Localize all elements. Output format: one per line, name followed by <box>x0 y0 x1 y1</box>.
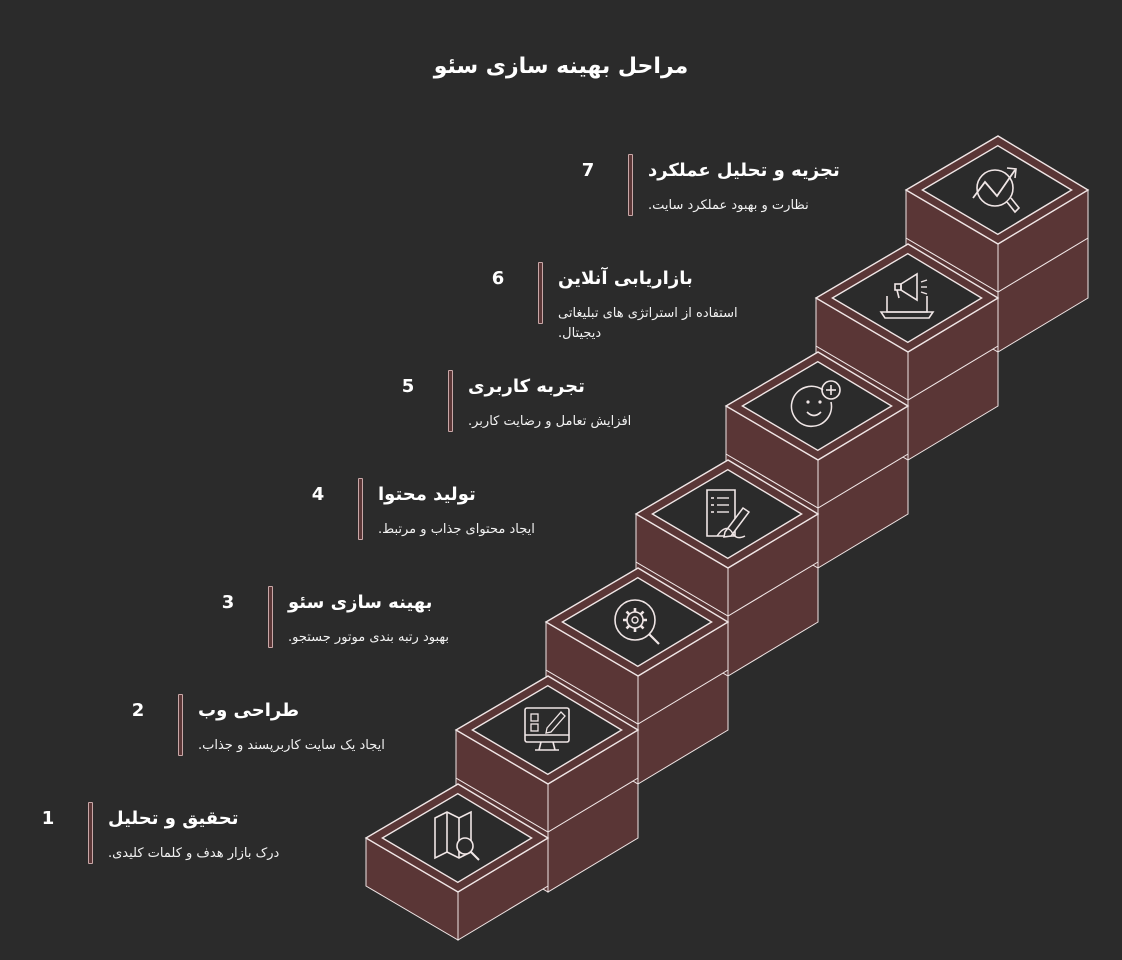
step-number: 1 <box>41 808 55 829</box>
step-description: ایجاد یک سایت کاربرپسند و جذاب. <box>198 738 385 753</box>
gear-search-icon <box>614 599 660 645</box>
smiley-plus-icon <box>790 380 841 428</box>
map-search-icon <box>434 810 480 861</box>
step-accent-bar <box>628 154 633 216</box>
step-number: 6 <box>491 268 505 289</box>
step-number: 7 <box>581 160 595 181</box>
step-title: تجربه کاربری <box>468 376 585 397</box>
step-description: درک بازار هدف و کلمات کلیدی. <box>108 846 280 861</box>
step-number: 3 <box>221 592 235 613</box>
step-accent-bar <box>88 802 93 864</box>
stair-step-6 <box>814 243 1000 401</box>
step-description: استفاده از استراتژی های تبلیغاتی دیجیتال… <box>558 306 738 341</box>
monitor-design-icon <box>524 707 570 751</box>
step-accent-bar <box>448 370 453 432</box>
step-title: تولید محتوا <box>378 484 476 505</box>
step-number: 5 <box>401 376 415 397</box>
step-accent-bar <box>538 262 543 324</box>
document-edit-icon <box>706 489 751 539</box>
step-description: نظارت و بهبود عملکرد سایت. <box>648 198 809 213</box>
step-title: بهینه سازی سئو <box>288 592 433 613</box>
step-title: تحقیق و تحلیل <box>108 808 239 829</box>
step-description: بهبود رتبه بندی موتور جستجو. <box>288 630 449 645</box>
stair-step-3 <box>544 567 730 725</box>
stair-step-7 <box>904 135 1090 293</box>
step-number: 4 <box>311 484 325 505</box>
step-description: ایجاد محتوای جذاب و مرتبط. <box>378 522 535 537</box>
step-number: 2 <box>131 700 145 721</box>
stair-step-4 <box>634 459 820 617</box>
step-title: تجزیه و تحلیل عملکرد <box>648 160 840 181</box>
step-title: طراحی وب <box>198 700 300 721</box>
step-description: افزایش تعامل و رضایت کاربر. <box>468 414 632 429</box>
step-accent-bar <box>358 478 363 540</box>
megaphone-laptop-icon <box>879 272 935 319</box>
stair-step-2 <box>454 675 640 833</box>
step-accent-bar <box>268 586 273 648</box>
chart-search-icon <box>972 167 1021 214</box>
step-accent-bar <box>178 694 183 756</box>
page-title: مراحل بهینه سازی سئو <box>433 54 689 79</box>
step-title: بازاریابی آنلاین <box>558 268 693 289</box>
stair-step-5 <box>724 351 910 509</box>
stair-step-1 <box>364 783 550 941</box>
